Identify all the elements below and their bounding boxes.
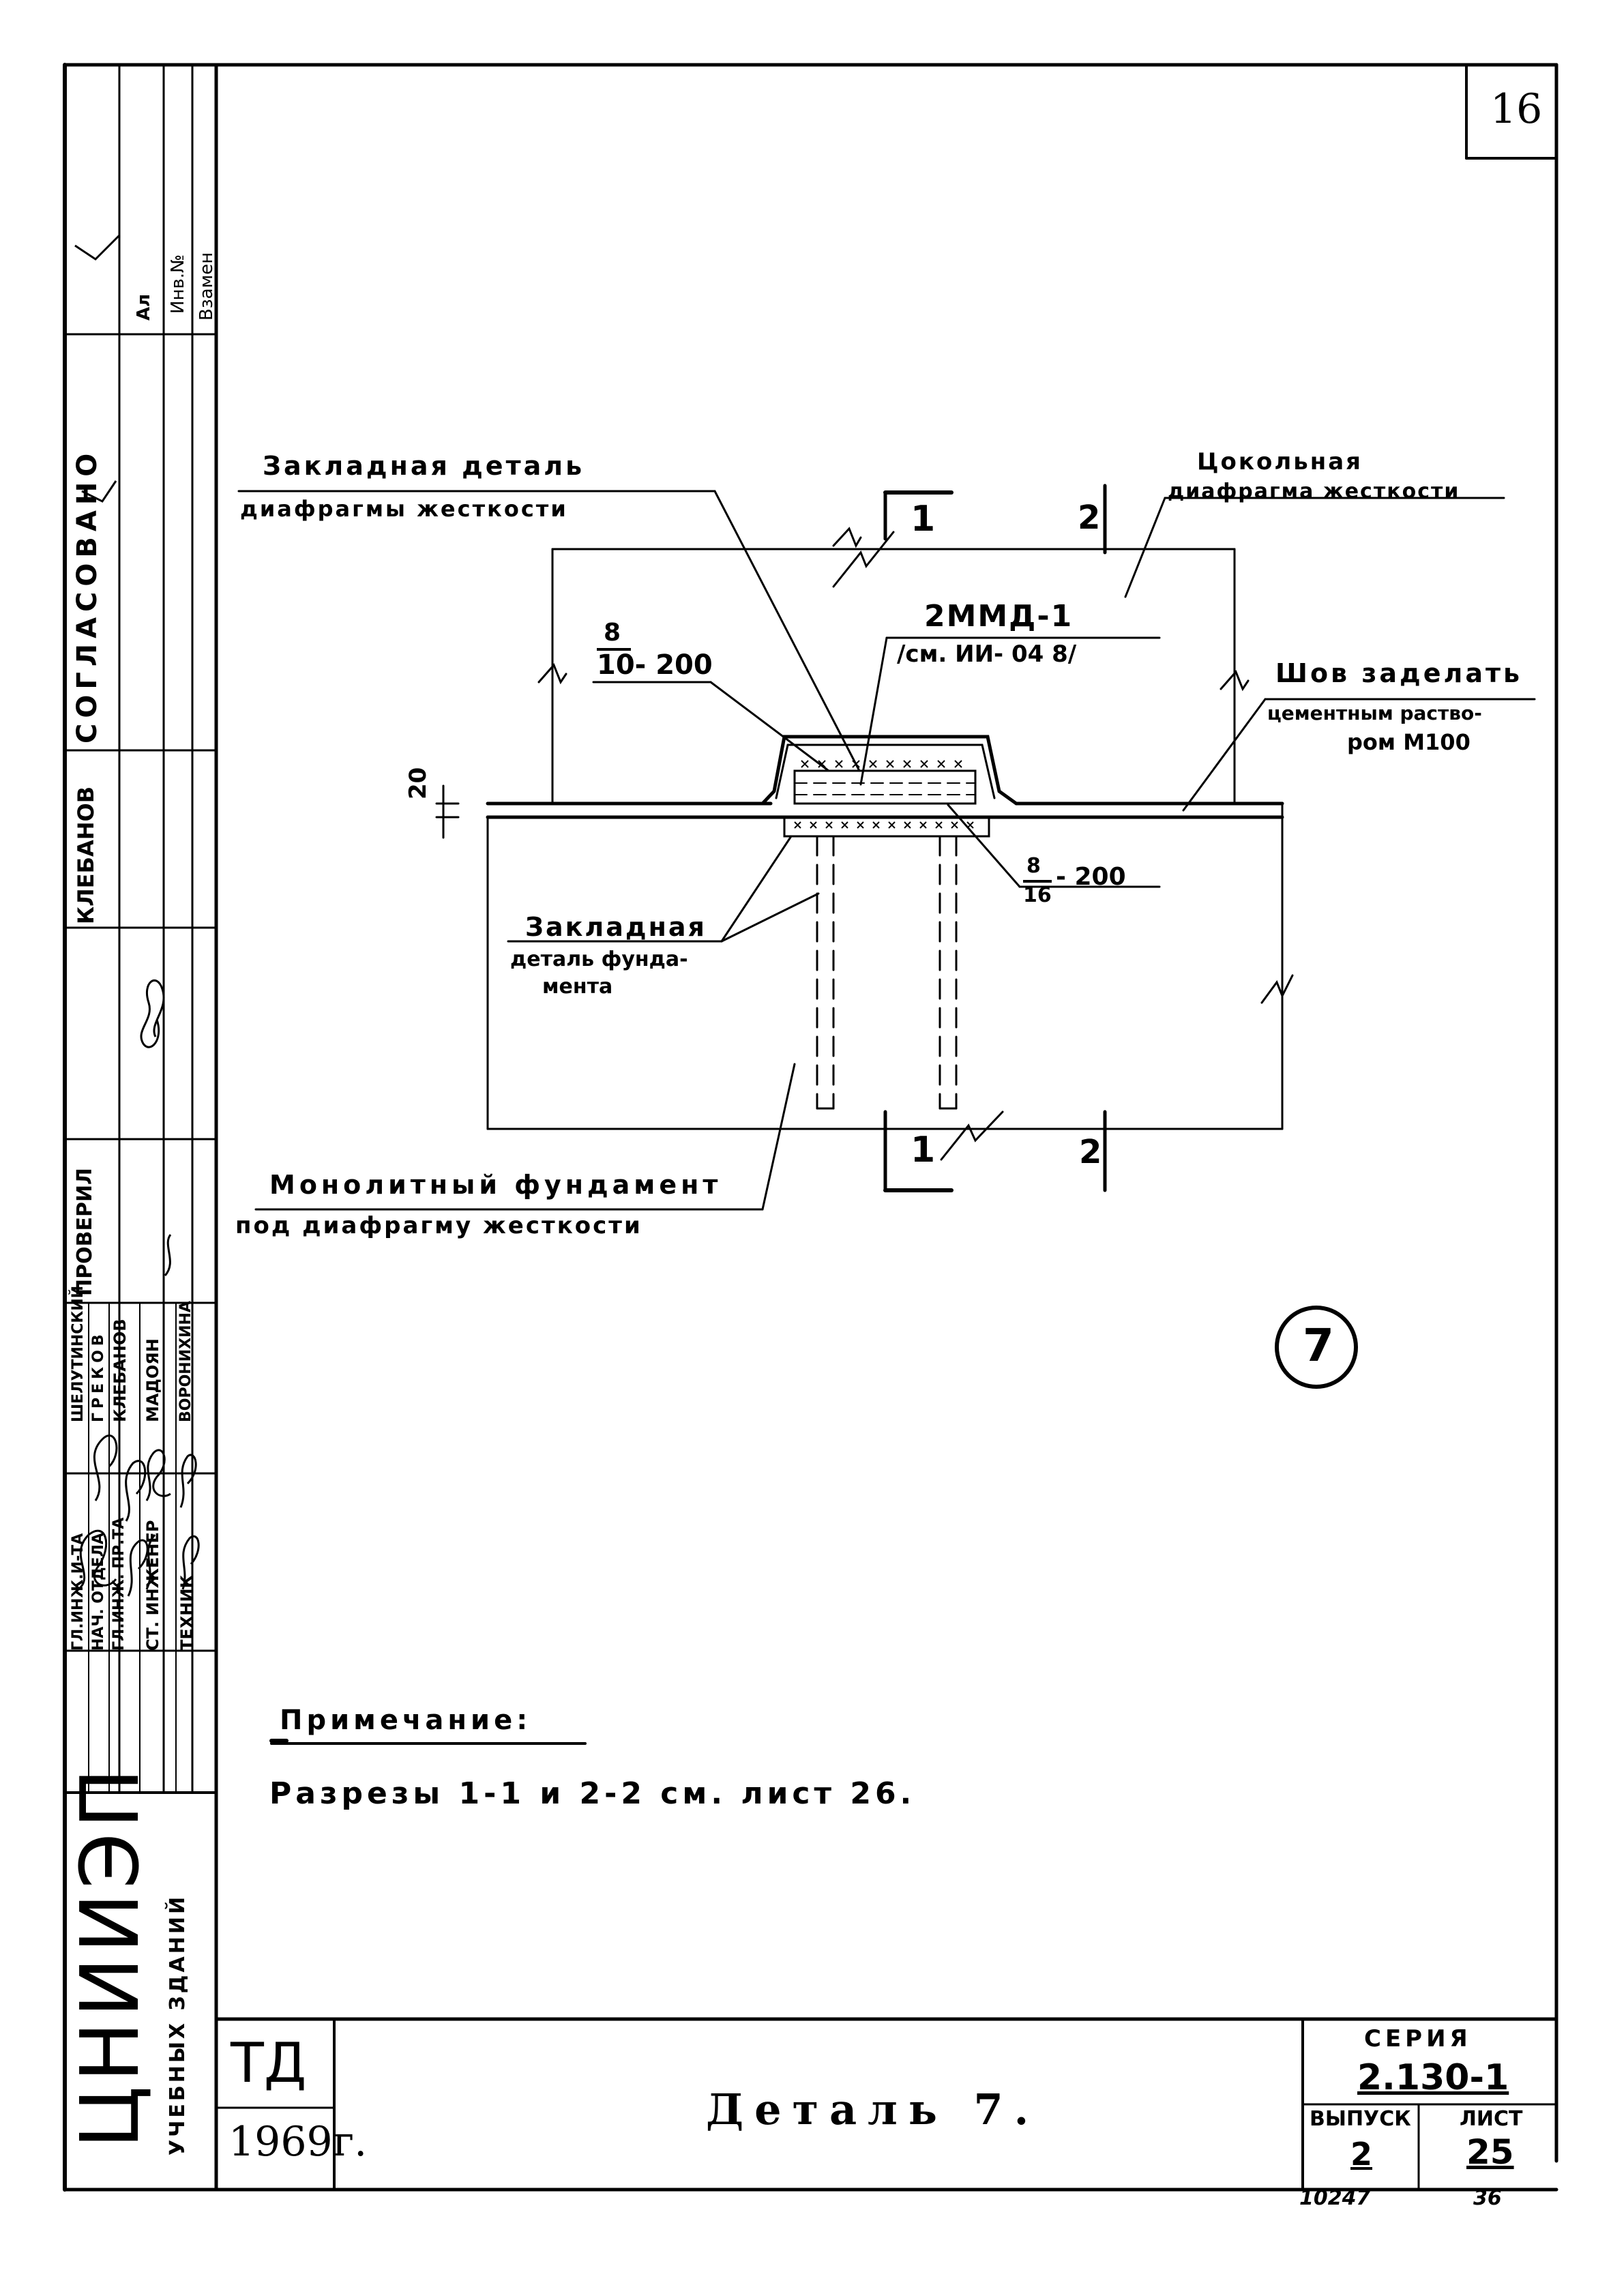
stamp-approval-name: КЛЕБАНОВ [73,786,99,924]
rebar-left-denominator: 10- 200 [597,649,713,681]
title-block-title: Деталь 7. [706,2085,1040,2134]
under-right-number: 36 [1473,2186,1502,2210]
title-block-sheet-label: ЛИСТ [1460,2107,1523,2131]
stamp-role-technician: ТЕХНИК [177,1574,196,1651]
rebar-right-step: - 200 [1056,863,1126,891]
label-plinth-diaphragm-1: Цокольная [1197,448,1363,475]
stamp-cell-inventory: Инв.№ [168,254,188,314]
found-embed-label-3: мента [542,975,613,999]
note-heading: Примечание: [280,1705,532,1736]
stamp-name-grekov: ГРЕКОВ [90,1330,107,1422]
label-plinth-diaphragm-2: диафрагма жесткости [1168,480,1460,503]
seam-label-2: цементным раство- [1267,702,1482,724]
org-logo-name: ЦНИИЭП [63,1763,157,2149]
stamp-name-voronikhina: ВОРОНИХИНА [177,1301,194,1422]
stamp-cell-replaces: Взамен [196,252,217,321]
found-embed-label-2: деталь фунда- [510,947,688,971]
title-block-series-value: 2.130-1 [1357,2057,1509,2098]
label-embedded-diaphragm-1: Закладная деталь [263,451,585,481]
sheet-corner-number: 16 [1490,85,1543,133]
stamp-check-word: ПРОВЕРИЛ [73,1168,97,1296]
mesh-label-1: 2ММД-1 [924,599,1074,634]
title-block-issue-value: 2 [1350,2136,1373,2173]
under-left-number: 10247 [1299,2186,1371,2210]
title-block-sheet-value: 25 [1466,2132,1514,2172]
dimension-20: 20 [404,767,432,799]
rebar-right-fraction-bar [1023,880,1052,883]
found-embed-label-1: Закладная [525,912,707,942]
stamp-name-shelutinsky: ШЕЛУТИНСКИЙ [70,1285,87,1422]
rebar-right-denominator: 16 [1023,883,1052,907]
title-block-series-label: СЕРИЯ [1364,2025,1472,2052]
stamp-role-chief-engineer: ГЛ.ИНЖ.И-ТА [70,1533,87,1651]
stamp-role-senior-engineer: СТ. ИНЖЕНЕР [143,1520,162,1651]
stamp-role-dept-head: НАЧ. ОТДЕЛА [90,1533,107,1651]
org-subtitle: УЧЕБНЫХ ЗДАНИЙ [166,1894,190,2155]
rebar-right-numerator: 8 [1026,854,1041,878]
title-block-td: ТД [231,2031,307,2095]
label-embedded-diaphragm-2: диафрагмы жесткости [240,496,568,522]
monolith-label-2: под диафрагму жесткости [235,1212,642,1239]
stamp-role-project-engineer: ГЛ.ИНЖ. ПР.ТА [110,1517,128,1651]
stamp-name-madoyan: МАДОЯН [143,1338,162,1422]
section-2-top: 2 [1078,499,1101,537]
stamp-name-klebanov: КЛЕБАНОВ [110,1319,130,1422]
seam-label-3: ром М100 [1347,729,1470,755]
rebar-left-numerator: 8 [604,619,621,647]
section-1-top: 1 [911,499,936,540]
stamp-approval-word: СОГЛАСОВАНО [72,447,103,744]
section-1-bottom: 1 [911,1130,936,1171]
title-block-issue-label: ВЫПУСК [1310,2107,1411,2131]
section-2-bottom: 2 [1079,1133,1102,1171]
title-block-year: 1969г. [228,2118,368,2166]
stamp-cell-al: Ал [134,293,154,321]
note-text: Разрезы 1-1 и 2-2 см. лист 26. [269,1776,916,1811]
detail-marker-number: 7 [1303,1319,1334,1372]
rebar-left-fraction-bar [597,648,631,651]
seam-label-1: Шов заделать [1275,658,1523,688]
monolith-label-1: Монолитный фундамент [269,1170,722,1200]
mesh-label-2: /см. ИИ- 04 8/ [897,641,1077,668]
